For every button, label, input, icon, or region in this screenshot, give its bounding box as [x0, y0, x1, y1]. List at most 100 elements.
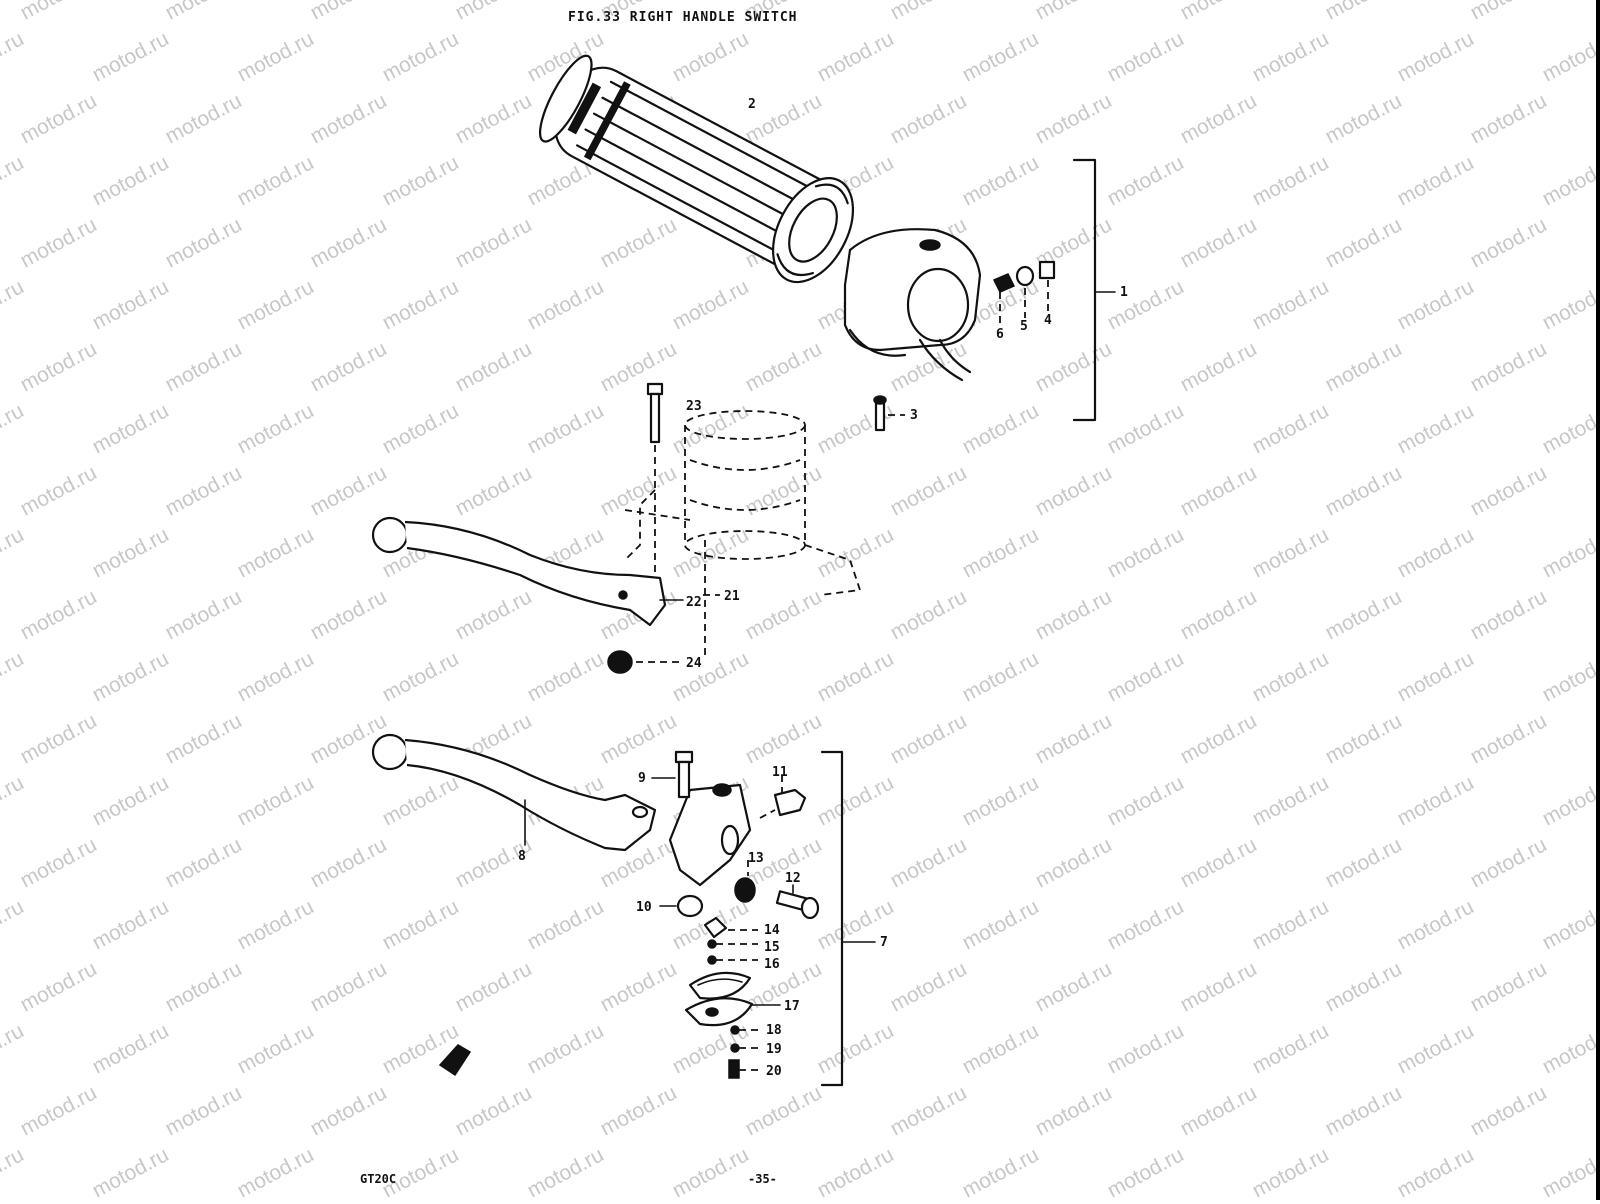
watermark-text: motod.ru — [1467, 337, 1551, 396]
watermark-text: motod.ru — [959, 523, 1043, 582]
callout-24: 24 — [686, 656, 702, 671]
switch-housing — [843, 228, 982, 382]
watermark-text: motod.ru — [307, 213, 391, 272]
watermark-text: motod.ru — [162, 709, 246, 768]
watermark-text: motod.ru — [234, 275, 318, 334]
watermark-text: motod.ru — [1394, 151, 1478, 210]
watermark-text: motod.ru — [1249, 771, 1333, 830]
watermark-text: motod.ru — [669, 1143, 753, 1200]
watermark-text: motod.ru — [1539, 771, 1600, 830]
watermark-text: motod.ru — [1322, 461, 1406, 520]
watermark-text: motod.ru — [1104, 771, 1188, 830]
figure-title: FIG.33 RIGHT HANDLE SWITCH — [568, 10, 798, 25]
watermark-text: motod.ru — [1177, 957, 1261, 1016]
watermark-text: motod.ru — [89, 895, 173, 954]
watermark-text: motod.ru — [1539, 523, 1600, 582]
watermark-text: motod.ru — [1394, 523, 1478, 582]
watermark-text: motod.ru — [234, 523, 318, 582]
watermark-text: motod.ru — [814, 1143, 898, 1200]
watermark-text: motod.ru — [669, 647, 753, 706]
watermark-text: motod.ru — [1032, 1081, 1116, 1140]
watermark-text: motod.ru — [1104, 275, 1188, 334]
watermark-text: motod.ru — [89, 1019, 173, 1078]
watermark-text: motod.ru — [452, 957, 536, 1016]
nut-part-13 — [734, 877, 756, 903]
watermark-text: motod.ru — [89, 523, 173, 582]
watermark-text: motod.ru — [742, 585, 826, 644]
watermark-text: motod.ru — [452, 0, 536, 24]
watermark-text: motod.ru — [597, 1081, 681, 1140]
watermark-text: motod.ru — [959, 1019, 1043, 1078]
watermark-text: motod.ru — [0, 399, 28, 458]
bolt-part-12 — [775, 884, 820, 920]
watermark-text: motod.ru — [162, 89, 246, 148]
watermark-text: motod.ru — [814, 27, 898, 86]
watermark-text: motod.ru — [1394, 647, 1478, 706]
watermark-text: motod.ru — [0, 771, 28, 830]
watermark-text: motod.ru — [1249, 1019, 1333, 1078]
callout-3: 3 — [910, 408, 918, 423]
watermark-text: motod.ru — [307, 89, 391, 148]
watermark-text: motod.ru — [89, 275, 173, 334]
watermark-text: motod.ru — [1539, 647, 1600, 706]
watermark-text: motod.ru — [524, 275, 608, 334]
watermark-text: motod.ru — [959, 1143, 1043, 1200]
watermark-text: motod.ru — [0, 1143, 28, 1200]
watermark-text: motod.ru — [162, 957, 246, 1016]
watermark-text: motod.ru — [379, 27, 463, 86]
watermark-text: motod.ru — [814, 1019, 898, 1078]
clutch-lever — [371, 733, 657, 852]
watermark-text: motod.ru — [1177, 89, 1261, 148]
watermark-text: motod.ru — [0, 27, 28, 86]
watermark-text: motod.ru — [1032, 89, 1116, 148]
watermark-text: motod.ru — [1322, 709, 1406, 768]
callout-9: 9 — [638, 771, 646, 786]
watermark-text: motod.ru — [524, 1143, 608, 1200]
watermark-text: motod.ru — [1322, 89, 1406, 148]
watermark-text: motod.ru — [1032, 833, 1116, 892]
watermark-text: motod.ru — [959, 771, 1043, 830]
watermark-text: motod.ru — [887, 89, 971, 148]
watermark-text: motod.ru — [814, 647, 898, 706]
watermark-text: motod.ru — [1467, 709, 1551, 768]
watermark-text: motod.ru — [959, 151, 1043, 210]
watermark-text: motod.ru — [452, 1081, 536, 1140]
bracket-part-1 — [1072, 158, 1097, 422]
watermark-text: motod.ru — [17, 213, 101, 272]
callout-1: 1 — [1120, 285, 1128, 300]
callout-21: 21 — [724, 589, 740, 604]
watermark-text: motod.ru — [1467, 213, 1551, 272]
watermark-text: motod.ru — [1249, 1143, 1333, 1200]
watermark-text: motod.ru — [1032, 0, 1116, 24]
watermark-text: motod.ru — [1467, 957, 1551, 1016]
watermark-text: motod.ru — [89, 771, 173, 830]
watermark-text: motod.ru — [1539, 895, 1600, 954]
callout-11: 11 — [772, 765, 788, 780]
callout-16: 16 — [764, 957, 780, 972]
watermark-text: motod.ru — [1539, 1143, 1600, 1200]
watermark-text: motod.ru — [524, 895, 608, 954]
watermark-text: motod.ru — [669, 399, 753, 458]
watermark-text: motod.ru — [669, 275, 753, 334]
watermark-text: motod.ru — [1539, 1019, 1600, 1078]
watermark-text: motod.ru — [1177, 709, 1261, 768]
lever-holder — [668, 783, 752, 887]
callout-19: 19 — [766, 1042, 782, 1057]
watermark-text: motod.ru — [1394, 399, 1478, 458]
watermark-text: motod.ru — [89, 647, 173, 706]
watermark-text: motod.ru — [1322, 585, 1406, 644]
model-code: GT20C — [360, 1172, 397, 1186]
watermark-text: motod.ru — [1177, 1081, 1261, 1140]
callout-18: 18 — [766, 1023, 782, 1038]
watermark-text: motod.ru — [742, 1081, 826, 1140]
watermark-text: motod.ru — [1322, 1081, 1406, 1140]
watermark-text: motod.ru — [0, 151, 28, 210]
watermark-text: motod.ru — [452, 89, 536, 148]
watermark-text: motod.ru — [814, 771, 898, 830]
watermark-text: motod.ru — [307, 1081, 391, 1140]
watermark-text: motod.ru — [234, 647, 318, 706]
switch-small-parts — [992, 260, 1056, 325]
watermark-text: motod.ru — [959, 27, 1043, 86]
watermark-text: motod.ru — [89, 151, 173, 210]
watermark-text: motod.ru — [162, 833, 246, 892]
